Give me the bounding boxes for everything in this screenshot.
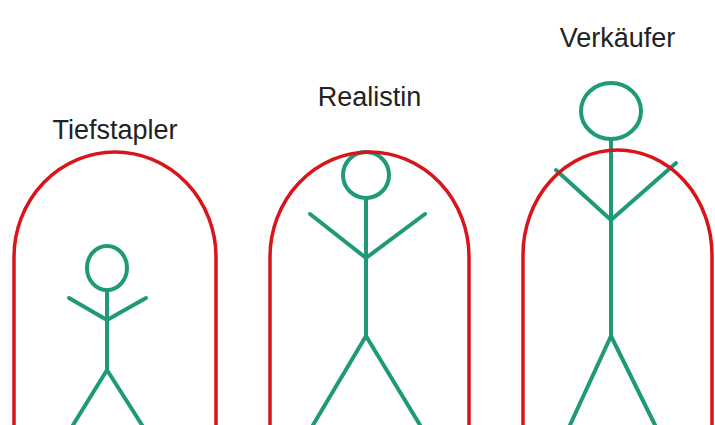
small-figure (69, 246, 146, 425)
arch-line (523, 150, 712, 425)
arch-outline (12, 114, 218, 425)
frame-heading: Verkäufer (560, 22, 676, 54)
arch-outline (521, 22, 714, 425)
arch-frame: Verkäufer (521, 22, 714, 425)
fitting-figure (310, 152, 425, 425)
arch-outline (268, 81, 471, 425)
arch-line (14, 152, 216, 425)
frame-heading: Tiefstapler (52, 114, 177, 146)
arch-frame: Realistin (268, 81, 471, 425)
frame-heading: Realistin (318, 81, 422, 113)
arch-line (270, 152, 469, 425)
arch-frame: Tiefstapler (12, 114, 218, 425)
tall-figure (556, 83, 676, 425)
